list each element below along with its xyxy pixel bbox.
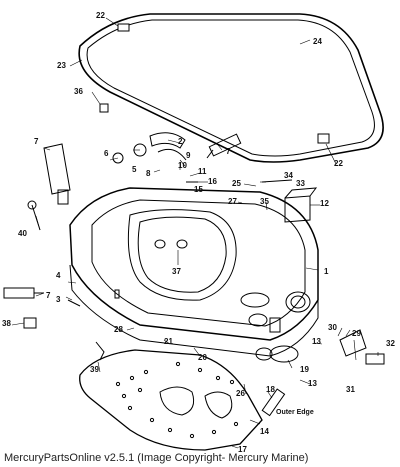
callout-29: 29 [352, 329, 361, 338]
leader-lines [11, 17, 379, 449]
cowl-seal-ring [78, 13, 384, 163]
callout-30: 30 [328, 323, 337, 332]
callout-23: 23 [57, 61, 66, 70]
callout-27: 27 [228, 197, 237, 206]
callout-7-lower-left: 7 [46, 291, 51, 300]
sealant-tube-bottom [261, 388, 286, 417]
sealant-tube-center [206, 133, 242, 159]
callout-17: 17 [238, 445, 247, 454]
lever-2 [149, 132, 186, 149]
callout-9: 9 [186, 151, 191, 160]
callout-35: 35 [260, 197, 269, 206]
bottom-plate [79, 349, 263, 451]
callout-26: 26 [236, 389, 245, 398]
rivet-36 [99, 103, 109, 113]
callout-25: 25 [232, 179, 241, 188]
footer-copyright: MercuryPartsOnline v2.5.1 (Image Copyrig… [4, 452, 309, 464]
cap-32 [365, 353, 385, 365]
callout-7-center: 7 [226, 147, 231, 156]
callout-6: 6 [104, 149, 109, 158]
callout-18: 18 [266, 385, 275, 394]
callout-37: 37 [172, 267, 181, 276]
callout-8: 8 [146, 169, 151, 178]
callout-3: 3 [56, 295, 61, 304]
callout-20: 20 [198, 353, 207, 362]
callout-22-top: 22 [96, 11, 105, 20]
note-outer-edge: Outer Edge [276, 409, 314, 416]
latch-handle [43, 143, 71, 205]
callout-13-lower: 13 [308, 379, 317, 388]
callout-22-right: 22 [334, 159, 343, 168]
callout-12: 12 [320, 199, 329, 208]
callout-36: 36 [74, 87, 83, 96]
grommet-19 [269, 345, 299, 363]
screw-34 [261, 179, 293, 183]
seal-pad-top [117, 23, 130, 32]
callout-4: 4 [56, 271, 61, 280]
callout-21: 21 [164, 337, 173, 346]
callout-13-right: 13 [312, 337, 321, 346]
bracket-39 [95, 341, 105, 361]
fitting-31 [339, 329, 367, 357]
grommet-16 [255, 347, 273, 361]
callout-5: 5 [132, 165, 137, 174]
callout-11: 11 [198, 167, 207, 176]
callout-39: 39 [90, 365, 99, 374]
block-38 [23, 317, 37, 329]
lever-9 [157, 148, 187, 161]
screw-3 [67, 299, 81, 307]
sealant-tube-left [3, 287, 44, 299]
callout-28: 28 [114, 325, 123, 334]
callout-33: 33 [296, 179, 305, 188]
callout-34: 34 [284, 171, 293, 180]
bottom-cowl [69, 187, 319, 357]
bushing-6 [112, 152, 124, 164]
callout-32: 32 [386, 339, 395, 348]
callout-16: 16 [208, 177, 217, 186]
callout-40: 40 [18, 229, 27, 238]
screw-40-head [27, 200, 37, 210]
latch-12 [284, 187, 318, 223]
callout-2: 2 [178, 137, 183, 146]
callout-1: 1 [324, 267, 329, 276]
callout-7-left: 7 [34, 137, 39, 146]
callout-19: 19 [300, 365, 309, 374]
seal-pad-right [317, 133, 330, 144]
callout-31: 31 [346, 385, 355, 394]
callout-15: 15 [194, 185, 203, 194]
callout-38: 38 [2, 319, 11, 328]
callout-10: 10 [178, 161, 187, 170]
callout-14: 14 [260, 427, 269, 436]
callout-24: 24 [313, 37, 322, 46]
